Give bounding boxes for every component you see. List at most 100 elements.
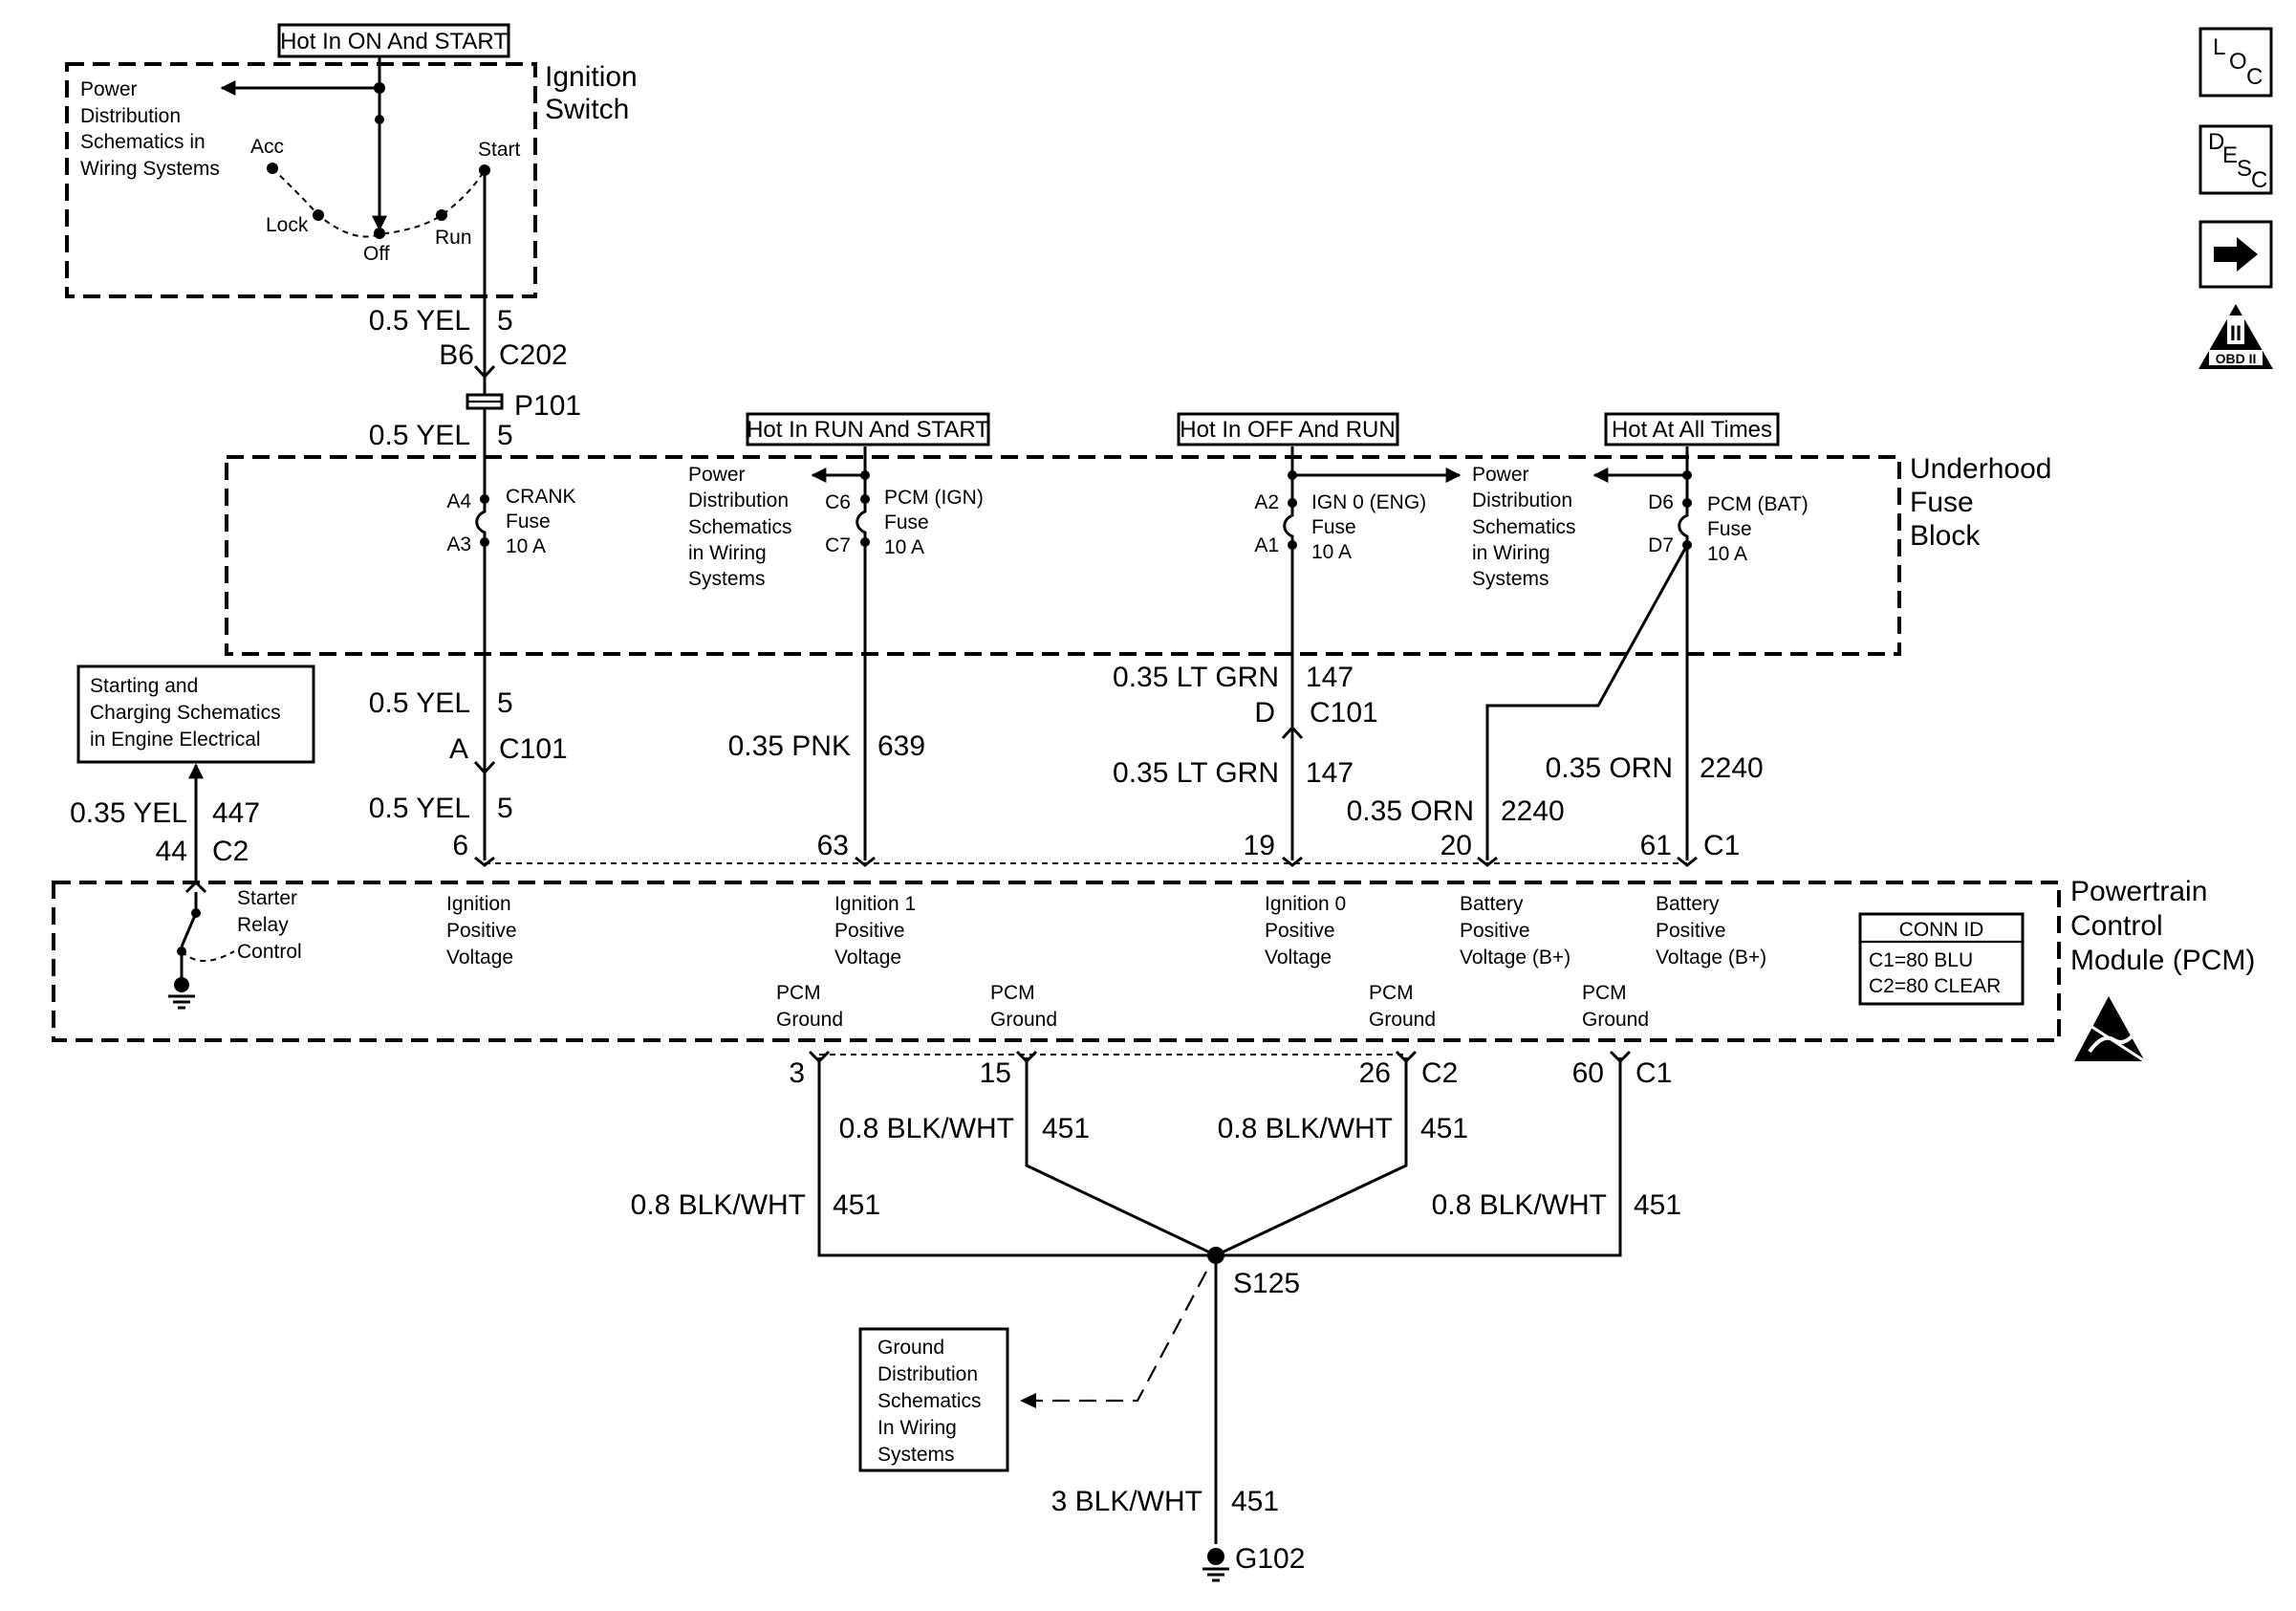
obd-text: OBD II — [2216, 351, 2257, 366]
bat20-3: Voltage (B+) — [1460, 947, 1570, 969]
pd-right-1: Power — [1472, 464, 1529, 486]
conn-c1-top: C1 — [1703, 830, 1740, 861]
bat61-3: Voltage (B+) — [1656, 947, 1766, 969]
ign1-1: Ignition 1 — [834, 893, 916, 915]
nav-next-button[interactable] — [2199, 220, 2273, 289]
gnd-a-1: PCM — [776, 982, 821, 1004]
ign0-fuse-line-2: Fuse — [1311, 516, 1356, 538]
pcm-module: Powertrain Control Module (PCM) Starter … — [52, 876, 2255, 1063]
hot-off-run-label: Hot In OFF And RUN — [1180, 417, 1395, 443]
bat20-2: Positive — [1460, 920, 1530, 942]
ignition-ref-4: Wiring Systems — [80, 158, 220, 180]
conn-c2-starter: C2 — [212, 836, 249, 867]
wire-yel-top-size: 0.5 YEL — [369, 305, 470, 337]
hot-all-times-box — [1604, 412, 1780, 446]
ign1-3: Voltage — [834, 947, 901, 969]
conn-c2-ground: C2 — [1421, 1057, 1458, 1089]
pcm-ign-in-pin: C6 — [825, 491, 851, 513]
wire-ltgrn-bot-size: 0.35 LT GRN — [1113, 757, 1279, 789]
wire-yel-mid-size: 0.5 YEL — [369, 687, 470, 719]
bat61-1: Battery — [1656, 893, 1720, 915]
starting-ref-1: Starting and — [90, 675, 198, 697]
pin-g26: 26 — [1359, 1057, 1391, 1089]
gnd-d-1: PCM — [1582, 982, 1627, 1004]
pcm-ign-fuse-line-1: PCM (IGN) — [884, 487, 984, 509]
conn-id-box — [1858, 912, 2025, 1006]
starting-ref-3: in Engine Electrical — [90, 729, 261, 751]
ignition-switch: Ignition Hot In ON And START Power Distr… — [65, 23, 638, 298]
wire-yel-bot-circuit: 5 — [497, 793, 513, 824]
ground-ref-5: Systems — [877, 1444, 955, 1466]
fuse-block-title-2: Fuse — [1910, 487, 1974, 518]
wire-ltgrn-bot-circuit: 147 — [1306, 757, 1354, 789]
pd-right-4: in Wiring — [1472, 542, 1550, 564]
wire-starter-size: 0.35 YEL — [70, 797, 187, 829]
ignition-switch-outline — [65, 62, 537, 298]
pcm-ign-fuse-line-3: 10 A — [884, 536, 924, 558]
underhood-fuse-block: Underhood Fuse Block Hot In RUN And STAR… — [225, 412, 2051, 656]
wire-gnd3-size: 0.8 BLK/WHT — [631, 1189, 806, 1221]
pd-left-3: Schematics — [688, 516, 792, 538]
ground-g102: G102 — [1235, 1543, 1305, 1575]
pin-g60: 60 — [1572, 1057, 1604, 1089]
pin-20: 20 — [1440, 830, 1472, 861]
pin-6: 6 — [452, 830, 468, 861]
wire-pnk-circuit: 639 — [877, 730, 925, 762]
ground-ref-2: Distribution — [877, 1363, 978, 1385]
ignition-ref-2: Distribution — [80, 105, 181, 127]
pin-g15: 15 — [980, 1057, 1011, 1089]
wire-ltgrn-top-circuit: 147 — [1306, 662, 1354, 693]
wire-gnd-main-size: 3 BLK/WHT — [1051, 1486, 1202, 1517]
ign0-in-pin: A2 — [1254, 491, 1279, 513]
pd-left-2: Distribution — [688, 490, 789, 512]
pcm-bat-fuse-line-1: PCM (BAT) — [1707, 493, 1809, 515]
ignition-ref-3: Schematics in — [80, 131, 206, 153]
hot-off-run-box — [1177, 412, 1399, 446]
starter-relay-3: Control — [237, 941, 302, 963]
pcm-bat-fuse-line-3: 10 A — [1707, 543, 1747, 565]
obd-numeral: II — [2230, 321, 2242, 345]
pd-right-5: Systems — [1472, 568, 1549, 590]
nav-desc-button[interactable]: D E S C — [2199, 124, 2273, 195]
pos-run-label: Run — [435, 227, 472, 249]
wire-pnk-size: 0.35 PNK — [728, 730, 851, 762]
wire-gnd-main-circuit: 451 — [1231, 1486, 1279, 1517]
wire-yel-fuse-in-circuit: 5 — [497, 420, 513, 451]
pos-lock-label: Lock — [266, 214, 309, 236]
crank-in-pin: A4 — [446, 490, 471, 512]
nav-loc-button[interactable]: L O C — [2199, 27, 2273, 98]
hot-on-start-box — [277, 23, 510, 58]
pin-g3: 3 — [789, 1057, 805, 1089]
ground-ref-1: Ground — [877, 1337, 944, 1359]
ignition-switch-title-1: Ignition — [545, 61, 638, 93]
crank-fuse-line-2: Fuse — [506, 511, 551, 533]
gnd-c-2: Ground — [1369, 1009, 1436, 1031]
wire-ltgrn-top-size: 0.35 LT GRN — [1113, 662, 1279, 693]
conn-id-title: CONN ID — [1899, 919, 1984, 941]
c101-a-connector: C101 — [499, 733, 568, 765]
pcm-bat-fuse-line-2: Fuse — [1707, 518, 1752, 540]
pin-19: 19 — [1244, 830, 1275, 861]
pcm-title-3: Module (PCM) — [2070, 945, 2255, 976]
gnd-d-2: Ground — [1582, 1009, 1649, 1031]
pcm-ign-fuse-line-2: Fuse — [884, 512, 929, 533]
c202-pin: B6 — [439, 339, 474, 371]
pin-63: 63 — [817, 830, 849, 861]
p101-label: P101 — [514, 390, 581, 422]
c101-d-pin: D — [1254, 697, 1275, 729]
pd-left-1: Power — [688, 464, 746, 486]
ign-pos-2: Positive — [446, 920, 517, 942]
wire-orn-20-size: 0.35 ORN — [1347, 795, 1474, 827]
wire-gnd60-circuit: 451 — [1634, 1189, 1681, 1221]
pcm-bat-in-pin: D6 — [1648, 491, 1674, 513]
ground-ref-box — [858, 1327, 1009, 1472]
ign1-2: Positive — [834, 920, 905, 942]
loc-c: C — [2246, 64, 2263, 90]
fuse-block-outline — [225, 455, 1901, 656]
wire-yel-top-circuit: 5 — [497, 305, 513, 337]
conn-id-c1: C1=80 BLU — [1869, 949, 1973, 971]
hot-run-start-label: Hot In RUN And START — [747, 417, 989, 443]
obd-ii-icon[interactable]: II OBD II — [2199, 304, 2273, 369]
wire-yel-mid-circuit: 5 — [497, 687, 513, 719]
